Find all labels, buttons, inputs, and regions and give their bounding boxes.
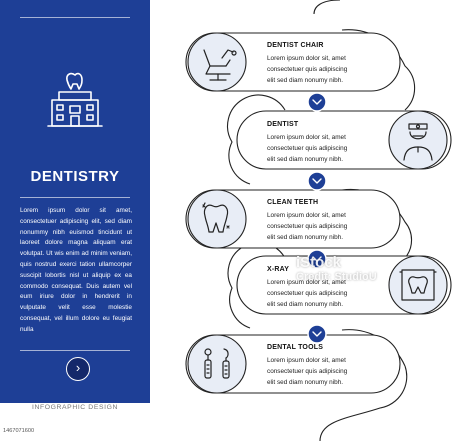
step-text-line: consectetuer quis adipiscing: [267, 367, 348, 375]
x-ray-icon: [399, 269, 437, 301]
step-text-line: Lorem ipsum dolor sit, amet: [267, 212, 346, 219]
divider: [20, 197, 130, 198]
step-card-x-ray: [236, 255, 452, 315]
step-text-line: consectetuer quis adipiscing: [267, 144, 348, 152]
step-description: Lorem ipsum dolor sit, amet consectetuer…: [267, 133, 385, 165]
sidebar: DENTISTRY Lorem ipsum dolor sit amet, co…: [0, 0, 150, 441]
dental-tools-icon: [204, 348, 230, 379]
sidebar-footer: [0, 403, 150, 441]
step-text-line: elit sed diam nonumy nibh.: [267, 155, 344, 163]
step-card-dentist-chair: [185, 32, 401, 92]
step-text-line: Lorem ipsum dolor sit, amet: [267, 357, 346, 364]
step-card-dentist: [236, 110, 452, 170]
step-text-line: Lorem ipsum dolor sit, amet: [267, 134, 346, 141]
step-text-line: elit sed diam nonumy nibh.: [267, 300, 344, 308]
step-description: Lorem ipsum dolor sit, amet consectetuer…: [267, 356, 385, 388]
step-description: Lorem ipsum dolor sit, amet consectetuer…: [267, 54, 385, 86]
dentist-icon: [403, 123, 433, 161]
footer-label: INFOGRAPHIC DESIGN: [32, 404, 118, 411]
divider: [20, 17, 130, 18]
connector-dot: [307, 92, 327, 112]
connector-dot: [307, 324, 327, 344]
dental-clinic-icon: [47, 72, 103, 127]
connector-dot: [307, 249, 327, 269]
step-text-line: consectetuer quis adipiscing: [267, 222, 348, 230]
step-text-line: elit sed diam nonumy nibh.: [267, 233, 344, 241]
step-title: DENTIST: [267, 121, 299, 128]
step-title: DENTIST CHAIR: [267, 42, 324, 49]
step-title: CLEAN TEETH: [267, 199, 319, 206]
step-title: X-RAY: [267, 266, 290, 273]
step-title: DENTAL TOOLS: [267, 344, 324, 351]
clean-tooth-icon: [202, 202, 230, 233]
step-text-line: elit sed diam nonumy nibh.: [267, 378, 344, 386]
step-text-line: Lorem ipsum dolor sit, amet: [267, 55, 346, 62]
divider: [20, 350, 130, 351]
step-description: Lorem ipsum dolor sit, amet consectetuer…: [267, 211, 385, 243]
stock-id: 1467071600: [3, 428, 35, 434]
watermark-credit: Credit: StudioU: [296, 271, 377, 283]
step-text-line: elit sed diam nonumy nibh.: [267, 76, 344, 84]
step-card-clean-teeth: [185, 189, 401, 249]
connector-dot: [307, 171, 327, 191]
next-button[interactable]: ›: [66, 357, 90, 381]
step-card-dental-tools: [185, 334, 401, 394]
page-title: DENTISTRY: [30, 168, 120, 185]
step-text-line: consectetuer quis adipiscing: [267, 65, 348, 73]
step-text-line: consectetuer quis adipiscing: [267, 289, 348, 297]
watermark-brand: iStock: [296, 254, 342, 271]
watermark: iStock Credit: StudioU: [296, 254, 377, 283]
sidebar-description: Lorem ipsum dolor sit amet, consectetuer…: [20, 207, 132, 333]
dentist-chair-icon: [203, 49, 237, 81]
step-description: Lorem ipsum dolor sit, amet consectetuer…: [267, 278, 385, 310]
step-text-line: Lorem ipsum dolor sit, amet: [267, 279, 346, 286]
